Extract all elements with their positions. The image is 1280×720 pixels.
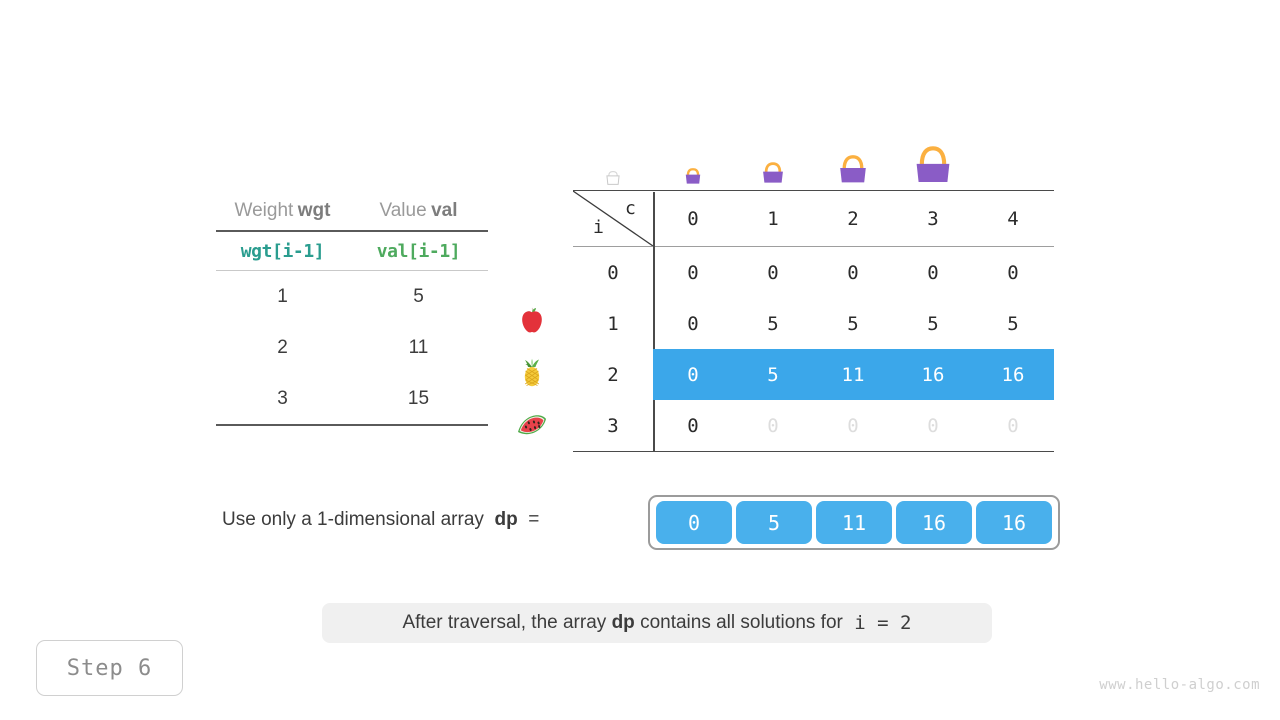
table-row: 3 15 — [216, 373, 488, 426]
bag-size4-icon — [893, 138, 973, 188]
caption-condition: i = 2 — [854, 612, 912, 634]
caption-prefix: After traversal, the array — [402, 612, 607, 633]
cell-value: 15 — [407, 387, 430, 409]
weight-value-table-header: Weight wgt Value val — [216, 192, 488, 232]
dp-array-strip: 0 5 11 16 16 — [648, 495, 1060, 550]
dp-array-label: Use only a 1-dimensional array dp = — [222, 509, 539, 531]
dp-cell-3-3: 0 — [927, 414, 939, 437]
row-label-2: 2 — [573, 349, 653, 400]
dp-cell-2-1: 5 — [767, 363, 779, 386]
dp-array-cell-3: 16 — [896, 501, 972, 544]
table-row: 0 0 0 0 0 0 — [573, 247, 1054, 298]
dp-cell-1-0: 0 — [687, 312, 699, 335]
row-cells: 0 0 0 0 0 — [653, 400, 1054, 451]
dp-cell-3-4: 0 — [1007, 414, 1019, 437]
dp-table-header: i c 0 1 2 3 4 — [573, 190, 1054, 247]
dp-table-body: 0 0 0 0 0 0 1 0 5 5 5 5 2 0 5 — [573, 192, 1054, 452]
dp-array-cell-0: 0 — [656, 501, 732, 544]
table-row: 3 0 0 0 0 0 — [573, 400, 1054, 451]
dp-cell-1-3: 5 — [927, 312, 939, 335]
dp-cell-1-4: 5 — [1007, 312, 1019, 335]
dp-cell-0-0: 0 — [687, 261, 699, 284]
fruit-icon-column — [508, 296, 556, 449]
dp-array-cell-1: 5 — [736, 501, 812, 544]
caption-var: dp — [611, 612, 635, 633]
weight-var-label: wgt — [297, 200, 331, 221]
subheader-val-index: val[i-1] — [376, 240, 461, 262]
dp-cell-2-3: 16 — [921, 363, 945, 386]
cell-value: 11 — [408, 336, 429, 358]
apple-icon — [508, 296, 556, 347]
dp-cell-2-2: 11 — [841, 363, 865, 386]
cell-weight: 1 — [277, 285, 288, 307]
table-row: 2 11 — [216, 322, 488, 373]
axis-label-c: c — [625, 198, 636, 219]
caption-suffix: contains all solutions for — [640, 612, 843, 633]
table-row: 1 5 — [216, 271, 488, 322]
dp-cell-2-4: 16 — [1001, 363, 1025, 386]
value-var-label: val — [431, 200, 458, 221]
column-header-weight: Weight wgt — [216, 200, 349, 222]
bag-empty-icon — [573, 168, 653, 188]
row-cells: 0 5 5 5 5 — [653, 298, 1054, 349]
pineapple-icon — [508, 347, 556, 398]
table-row-highlighted: 2 0 5 11 16 16 — [573, 349, 1054, 400]
dp-cell-1-2: 5 — [847, 312, 859, 335]
dp-column-headers: 0 1 2 3 4 — [653, 191, 1054, 246]
cell-weight: 3 — [277, 387, 288, 409]
weight-value-table: Weight wgt Value val wgt[i-1] val[i-1] 1… — [216, 192, 488, 426]
dp-array-label-prefix: Use only a 1-dimensional array — [222, 509, 484, 530]
bag-size3-icon — [813, 148, 893, 188]
dp-cell-3-1: 0 — [767, 414, 779, 437]
caption-banner: After traversal, the array dp contains a… — [322, 603, 992, 643]
weight-value-table-subheader: wgt[i-1] val[i-1] — [216, 232, 488, 271]
row-label-0: 0 — [607, 261, 619, 284]
dp-cell-3-2: 0 — [847, 414, 859, 437]
row-label-1: 1 — [607, 312, 619, 335]
dp-array-cell-4: 16 — [976, 501, 1052, 544]
dp-cell-1-1: 5 — [767, 312, 779, 335]
column-header-3: 3 — [927, 207, 939, 230]
row-label-3: 3 — [607, 414, 619, 437]
dp-cell-0-2: 0 — [847, 261, 859, 284]
dp-cell-0-4: 0 — [1007, 261, 1019, 284]
column-header-0: 0 — [687, 207, 699, 230]
column-header-value: Value val — [349, 200, 488, 222]
row-cells: 0 0 0 0 0 — [653, 247, 1054, 298]
watermelon-icon — [508, 398, 556, 449]
dp-vertical-divider — [653, 192, 655, 451]
column-header-2: 2 — [847, 207, 859, 230]
dp-cell-0-1: 0 — [767, 261, 779, 284]
dp-array-cell-2: 11 — [816, 501, 892, 544]
value-label: Value — [379, 200, 427, 221]
bag-capacity-icons — [573, 128, 1054, 188]
cell-value: 5 — [413, 285, 424, 307]
watermark: www.hello-algo.com — [1099, 677, 1260, 693]
row-cells: 0 5 11 16 16 — [653, 349, 1054, 400]
column-header-4: 4 — [1007, 207, 1019, 230]
subheader-wgt-index: wgt[i-1] — [240, 240, 325, 262]
dp-cell-3-0: 0 — [687, 414, 699, 437]
axis-divider-line — [573, 191, 653, 246]
dp-array-label-var: dp — [494, 509, 518, 530]
dp-cell-0-3: 0 — [927, 261, 939, 284]
weight-label: Weight — [234, 200, 294, 221]
table-row: 1 0 5 5 5 5 — [573, 298, 1054, 349]
step-badge: Step 6 — [36, 640, 183, 696]
bag-size2-icon — [733, 156, 813, 188]
dp-array-label-equals: = — [528, 509, 540, 530]
column-header-1: 1 — [767, 207, 779, 230]
axis-label-i: i — [593, 217, 604, 238]
bag-size1-icon — [653, 162, 733, 188]
cell-weight: 2 — [277, 336, 288, 358]
dp-table: i c 0 1 2 3 4 0 0 0 0 0 0 1 0 5 — [573, 146, 1054, 452]
dp-cell-2-0: 0 — [687, 363, 699, 386]
